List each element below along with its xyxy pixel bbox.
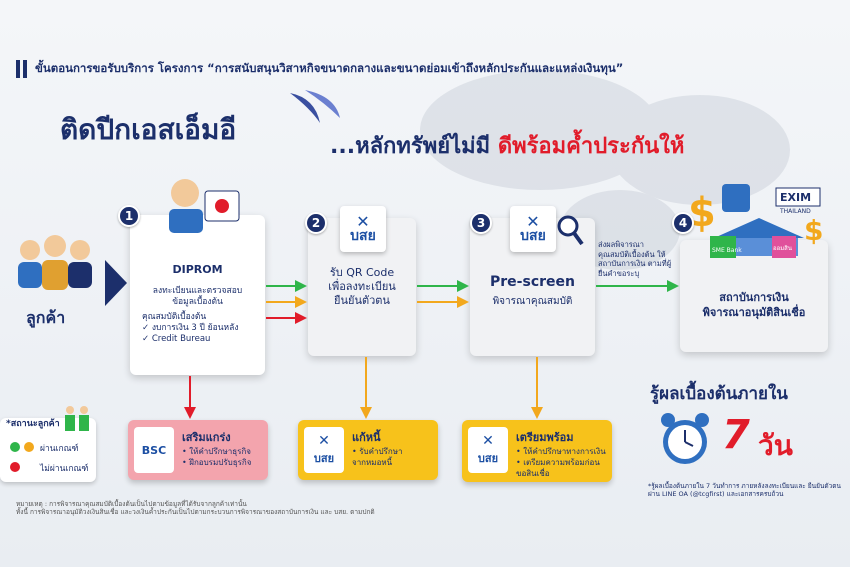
svg-text:$: $ xyxy=(804,214,823,247)
tcg-logo-text: บสย xyxy=(313,452,335,465)
step-2-line: รับ QR Code xyxy=(329,266,395,279)
step-3-logo-text: บสย xyxy=(520,228,546,244)
outcome-debt-fix: ✕ บสย แก้หนี้ • รับคำปรึกษา จากหมอหนี้ xyxy=(298,420,438,480)
footer-note: ทั้งนี้ การพิจารณาอนุมัติวงเงินสินเชื่อ … xyxy=(16,508,375,516)
side-note: ส่งผลพิจารณา คุณสมบัติเบื้องต้น ให้สถาบั… xyxy=(598,240,672,278)
headline-sub-prefix: ...หลักทรัพย์ไม่มี xyxy=(330,134,491,159)
outcome-title: เตรียมพร้อม xyxy=(516,431,574,444)
tcg-logo: ✕ บสย xyxy=(304,427,344,473)
step-1-desc: ลงทะเบียนและตรวจสอบ ข้อมูลเบื้องต้น xyxy=(130,286,265,308)
footer-note: หมายเหตุ : การพิจารณาคุณสมบัติเบื้องต้นเ… xyxy=(16,500,247,508)
title-bars-decoration xyxy=(16,60,27,78)
headline-sub-highlight: ดีพร้อมค้ำประกันให้ xyxy=(497,134,685,159)
tcg-x-icon: ✕ xyxy=(482,433,494,449)
tcg-logo: ✕ บสย xyxy=(468,427,508,473)
result-number: 7 xyxy=(722,412,750,458)
status-dot-green xyxy=(10,442,20,452)
tcg-x-icon: ✕ xyxy=(356,212,370,231)
tcg-logo-text: บสย xyxy=(477,452,499,465)
title-bar: ขั้นตอนการขอรับบริการ โครงการ “การสนับสน… xyxy=(16,58,836,80)
step-4-line: สถาบันการเงิน xyxy=(719,291,789,304)
step-4-text: สถาบันการเงิน พิจารณาอนุมัติสินเชื่อ xyxy=(680,290,828,320)
outcome-items: • รับคำปรึกษา จากหมอหนี้ xyxy=(352,446,402,468)
outcome-item: จากหมอหนี้ xyxy=(352,458,393,467)
step-1-criteria-title: คุณสมบัติเบื้องต้น xyxy=(142,312,207,322)
alarm-clock-icon xyxy=(661,413,709,464)
step-4-number: 4 xyxy=(672,212,694,234)
step-2-line: ยืนยันตัวตน xyxy=(334,294,390,307)
result-title: รู้ผลเบื้องต้นภายใน xyxy=(650,384,788,404)
result-unit: วัน xyxy=(758,429,793,462)
step-1-number: 1 xyxy=(118,205,140,227)
tcg-x-icon: ✕ xyxy=(526,212,540,231)
step-4-line: พิจารณาอนุมัติสินเชื่อ xyxy=(702,306,806,319)
outcome-title: เสริมแกร่ง xyxy=(182,431,231,444)
step-2-text: รับ QR Code เพื่อลงทะเบียน ยืนยันตัวตน xyxy=(308,266,416,308)
outcome-strengthen: BSC เสริมแกร่ง • ให้คำปรึกษาธุรกิจ • ฝึก… xyxy=(128,420,268,480)
magnifier-icon xyxy=(557,215,584,246)
outcome-item: • ฝึกอบรมปรับธุรกิจ xyxy=(182,458,252,467)
outcome-items: • ให้คำปรึกษาทางการเงิน • เตรียมความพร้อ… xyxy=(516,446,606,479)
status-legend: *สถานะลูกค้า ผ่านเกณฑ์ ไม่ผ่านเกณฑ์ xyxy=(0,406,96,482)
wing-logo-icon xyxy=(290,90,340,123)
status-dot-orange xyxy=(24,442,34,452)
status-title: *สถานะลูกค้า xyxy=(6,419,60,429)
result-footnote: *รู้ผลเบื้องต้นภายใน 7 วันทำการ ภายหลังล… xyxy=(648,482,841,498)
step-1-card: DIPROM ลงทะเบียนและตรวจสอบ ข้อมูลเบื้องต… xyxy=(130,179,265,375)
page-title: ขั้นตอนการขอรับบริการ โครงการ “การสนับสน… xyxy=(35,61,624,75)
status-fail-label: ไม่ผ่านเกณฑ์ xyxy=(40,464,89,474)
step-3-subtitle: พิจารณาคุณสมบัติ xyxy=(492,296,573,307)
step-1-criteria-item: ✓ Credit Bureau xyxy=(142,334,211,344)
outcome-item: • เตรียมความพร้อมก่อน xyxy=(516,458,600,467)
step-1-title: DIPROM xyxy=(172,263,223,276)
step-3-logo: ✕ บสย xyxy=(510,206,556,252)
status-pass-label: ผ่านเกณฑ์ xyxy=(40,444,79,454)
footer-notes: หมายเหตุ : การพิจารณาคุณสมบัติเบื้องต้นเ… xyxy=(16,500,576,516)
outcome-items: • ให้คำปรึกษาธุรกิจ • ฝึกอบรมปรับธุรกิจ xyxy=(182,446,251,468)
step-3-title: Pre-screen xyxy=(490,274,575,290)
diprom-officer-icon xyxy=(169,179,240,233)
outcome-prepare: ✕ บสย เตรียมพร้อม • ให้คำปรึกษาทางการเงิ… xyxy=(462,420,612,482)
step-1-criteria-item: ✓ งบการเงิน 3 ปี ย้อนหลัง xyxy=(142,323,239,333)
exim-logo-subtext: THAILAND xyxy=(779,208,811,215)
step-1-line: ลงทะเบียนและตรวจสอบ xyxy=(152,286,243,296)
outcome-item: ขอสินเชื่อ xyxy=(516,469,550,478)
bsc-logo: BSC xyxy=(134,427,174,473)
smebank-logo-text: SME Bank xyxy=(712,247,742,254)
headline-sub: ...หลักทรัพย์ไม่มี ดีพร้อมค้ำประกันให้ xyxy=(330,128,684,163)
gsb-logo-text: ออมสิน xyxy=(773,245,792,252)
step-1-criteria: คุณสมบัติเบื้องต้น ✓ งบการเงิน 3 ปี ย้อน… xyxy=(142,312,265,345)
status-dot-red xyxy=(10,462,20,472)
people-handshake-icon xyxy=(65,406,89,431)
outcome-item: • ให้คำปรึกษาธุรกิจ xyxy=(182,447,251,456)
step-1-line: ข้อมูลเบื้องต้น xyxy=(172,297,223,307)
svg-text:$: $ xyxy=(688,190,716,236)
customer-label: ลูกค้า xyxy=(26,308,66,327)
step-2-card: ✕ บสย รับ QR Code เพื่อลงทะเบียน ยืนยันต… xyxy=(308,206,416,356)
step-2-logo-text: บสย xyxy=(350,228,376,244)
bsc-logo-text: BSC xyxy=(141,443,167,457)
outcome-title: แก้หนี้ xyxy=(352,431,381,444)
exim-logo-text: EXIM xyxy=(780,191,811,204)
outcome-item: • รับคำปรึกษา xyxy=(352,447,403,456)
step-2-logo: ✕ บสย xyxy=(340,206,386,252)
customer-arrow-icon xyxy=(105,260,127,306)
step-2-number: 2 xyxy=(305,212,327,234)
step-2-line: เพื่อลงทะเบียน xyxy=(328,280,396,293)
financial-institutions-icon: $ EXIM THAILAND SME Bank ออมสิน $ xyxy=(688,184,823,258)
headline-main: ติดปีกเอสเอ็มอี xyxy=(60,113,237,146)
step-3-number: 3 xyxy=(470,212,492,234)
tcg-x-icon: ✕ xyxy=(318,433,330,449)
step-4-card: $ EXIM THAILAND SME Bank ออมสิน $ สถาบัน… xyxy=(680,184,828,352)
customer-group-icon xyxy=(18,235,92,290)
step-3-card: ✕ บสย Pre-screen พิจารณาคุณสมบัติ xyxy=(470,206,595,356)
outcome-item: • ให้คำปรึกษาทางการเงิน xyxy=(516,447,606,456)
